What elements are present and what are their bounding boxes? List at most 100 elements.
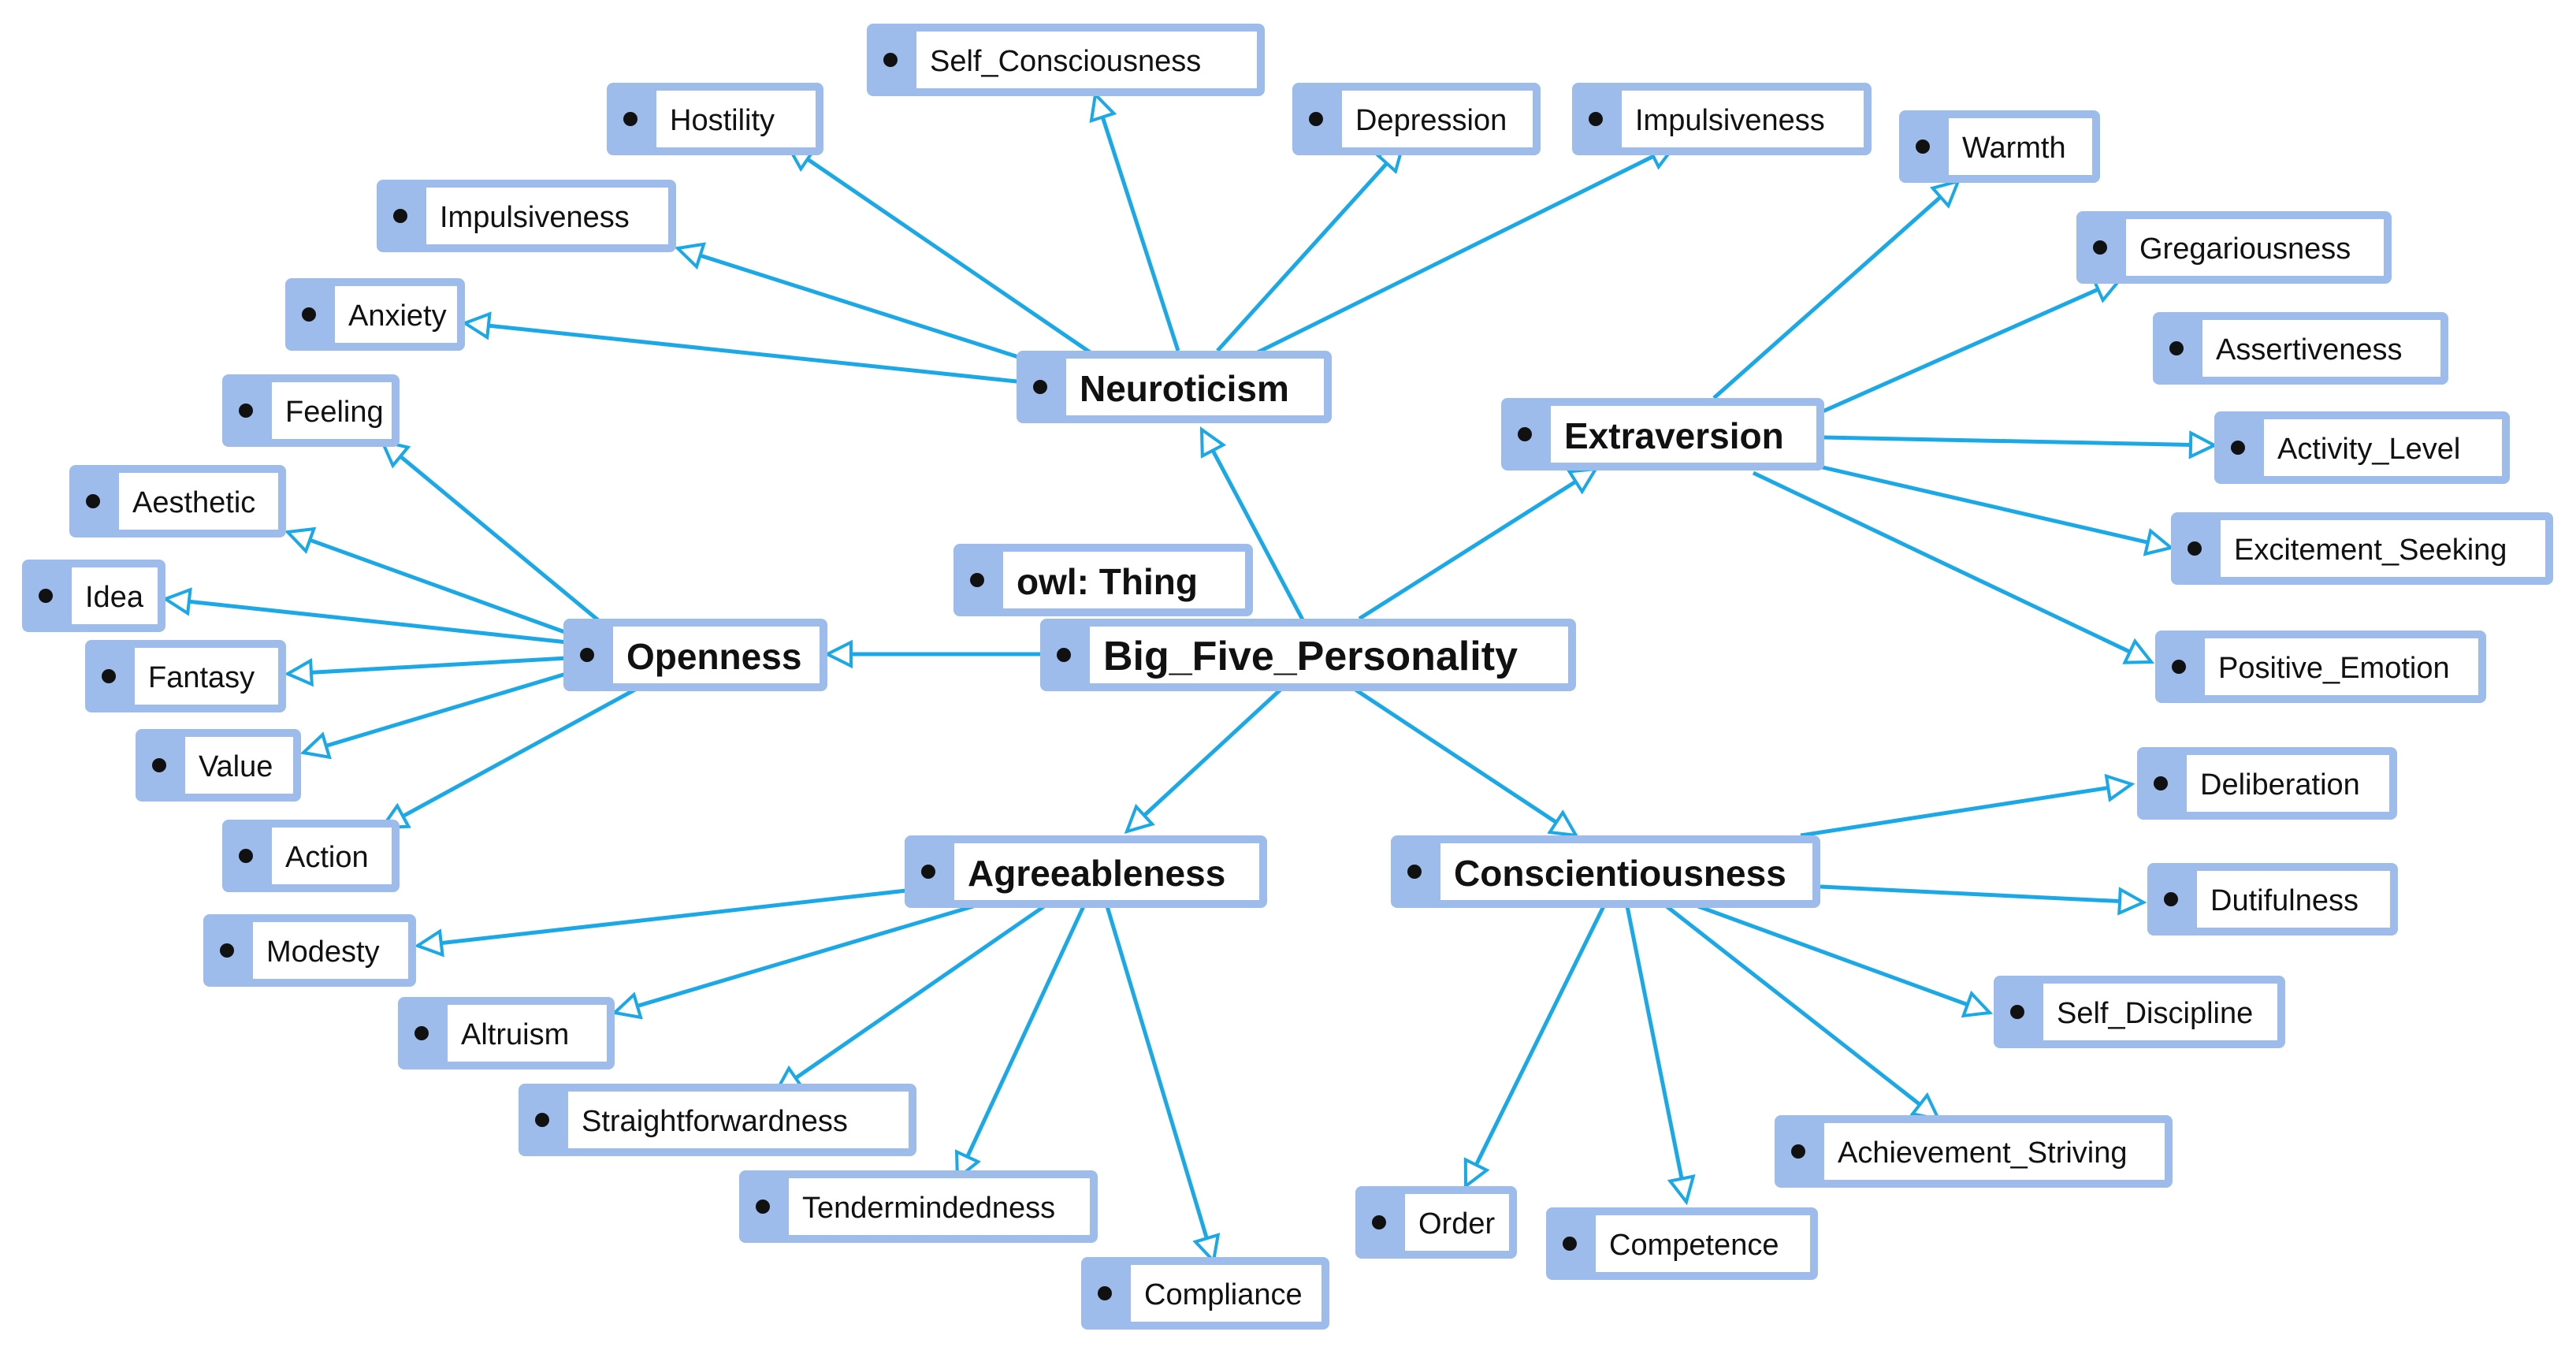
- node-altruism: Altruism: [398, 997, 615, 1069]
- bullet-icon: [86, 494, 100, 508]
- node-label-box: [787, 1177, 1091, 1237]
- bullet-icon: [2172, 660, 2186, 674]
- node-neuroticism: Neuroticism: [1017, 351, 1332, 423]
- node-impulsiveness-n: Impulsiveness: [1572, 83, 1872, 155]
- edge-conscientiousness-to-self-discipline: [1697, 904, 1990, 1013]
- bullet-icon: [2231, 441, 2245, 455]
- bullet-icon: [239, 849, 253, 863]
- bullet-icon: [1791, 1144, 1805, 1159]
- edges: [165, 95, 2214, 1261]
- edge-conscientiousness-to-order: [1463, 905, 1606, 1186]
- node-label: Value: [199, 750, 273, 783]
- node-label: Anxiety: [348, 299, 447, 333]
- bullet-icon: [970, 573, 984, 587]
- bullet-icon: [152, 758, 166, 772]
- bullet-icon: [1407, 865, 1422, 879]
- edge-extraversion-to-excitement-seeking: [1812, 463, 2171, 548]
- bullet-icon: [1916, 139, 1930, 154]
- node-label: Self_Discipline: [2057, 997, 2253, 1030]
- bullet-icon: [1518, 427, 1532, 441]
- node-label-box: [1129, 1263, 1323, 1323]
- edge-extraversion-to-gregariousness: [1807, 280, 2120, 420]
- node-tendermindedness: Tendermindedness: [739, 1170, 1098, 1243]
- node-self-consciousness: Self_Consciousness: [867, 24, 1265, 96]
- node-label: Tendermindedness: [802, 1192, 1055, 1225]
- edge-agreeableness-to-altruism: [615, 904, 974, 1013]
- node-label: Action: [285, 841, 369, 874]
- node-label: Gregariousness: [2139, 232, 2351, 266]
- node-order: Order: [1355, 1186, 1517, 1259]
- bullet-icon: [921, 865, 935, 879]
- bullet-icon: [102, 669, 116, 683]
- node-label: Compliance: [1144, 1278, 1303, 1311]
- edge-openness-to-feeling: [382, 441, 612, 632]
- node-label: Order: [1418, 1207, 1495, 1241]
- node-label: Self_Consciousness: [930, 45, 1201, 78]
- edge-big-five-to-extraversion: [1358, 469, 1596, 621]
- node-impulsiveness-2: Impulsiveness: [377, 180, 676, 252]
- node-label: Hostility: [670, 104, 775, 137]
- node-big-five: Big_Five_Personality: [1040, 619, 1576, 691]
- node-owl-thing: owl: Thing: [953, 544, 1253, 616]
- bullet-icon: [1098, 1286, 1112, 1300]
- node-label: Achievement_Striving: [1838, 1136, 2128, 1170]
- node-extraversion: Extraversion: [1501, 398, 1824, 471]
- bullet-icon: [535, 1113, 549, 1127]
- edge-openness-to-fantasy: [288, 656, 568, 674]
- node-label: Extraversion: [1564, 415, 1784, 456]
- edge-openness-to-aesthetic: [288, 532, 572, 637]
- node-label: Straightforwardness: [582, 1105, 848, 1138]
- node-agreeableness: Agreeableness: [905, 835, 1267, 908]
- node-label-box: [2195, 869, 2392, 929]
- node-value: Value: [136, 729, 301, 802]
- node-label-box: [567, 1090, 910, 1150]
- node-label-box: [2042, 982, 2279, 1042]
- edge-conscientiousness-to-dutifulness: [1820, 884, 2143, 902]
- node-self-discipline: Self_Discipline: [1994, 976, 2285, 1048]
- bullet-icon: [220, 943, 234, 958]
- node-label: Depression: [1355, 104, 1507, 137]
- node-assertiveness: Assertiveness: [2153, 312, 2448, 385]
- node-warmth: Warmth: [1899, 110, 2100, 183]
- edge-extraversion-to-positive-emotion: [1752, 471, 2151, 662]
- bullet-icon: [883, 53, 898, 67]
- edge-agreeableness-to-compliance: [1105, 906, 1214, 1261]
- node-conscientiousness: Conscientiousness: [1391, 835, 1820, 908]
- edge-neuroticism-to-anxiety: [465, 323, 1025, 385]
- node-label-box: [133, 646, 280, 706]
- node-label: Deliberation: [2200, 768, 2360, 802]
- node-label-box: [251, 921, 410, 980]
- edge-neuroticism-to-depression: [1216, 146, 1403, 352]
- node-competence: Competence: [1546, 1207, 1818, 1280]
- bullet-icon: [2010, 1005, 2024, 1019]
- node-aesthetic: Aesthetic: [69, 465, 286, 538]
- node-label: Neuroticism: [1080, 368, 1289, 409]
- bullet-icon: [393, 209, 407, 223]
- node-label: Excitement_Seeking: [2234, 534, 2507, 567]
- bullet-icon: [414, 1026, 429, 1040]
- node-label: Fantasy: [148, 661, 255, 694]
- node-label-box: [1088, 625, 1570, 685]
- bullet-icon: [623, 112, 637, 126]
- node-modesty: Modesty: [203, 914, 416, 987]
- bullet-icon: [1563, 1237, 1577, 1251]
- node-label: Impulsiveness: [440, 201, 630, 234]
- node-activity-level: Activity_Level: [2214, 411, 2510, 484]
- node-label: Impulsiveness: [1635, 104, 1825, 137]
- node-dutifulness: Dutifulness: [2147, 863, 2398, 936]
- bullet-icon: [302, 307, 316, 322]
- node-label-box: [1403, 1192, 1511, 1252]
- edge-agreeableness-to-tendermindedness: [957, 905, 1086, 1178]
- edge-conscientiousness-to-competence: [1625, 906, 1686, 1202]
- node-label: owl: Thing: [1017, 561, 1198, 602]
- bullet-icon: [580, 648, 594, 662]
- node-label-box: [953, 842, 1261, 902]
- node-label: Big_Five_Personality: [1103, 634, 1518, 679]
- node-label-box: [1549, 404, 1818, 464]
- edge-neuroticism-to-hostility: [788, 146, 1101, 361]
- node-label-box: [655, 89, 817, 149]
- node-label: Modesty: [266, 936, 380, 969]
- edge-big-five-to-conscientiousness: [1354, 687, 1576, 835]
- node-label: Warmth: [1962, 132, 2066, 165]
